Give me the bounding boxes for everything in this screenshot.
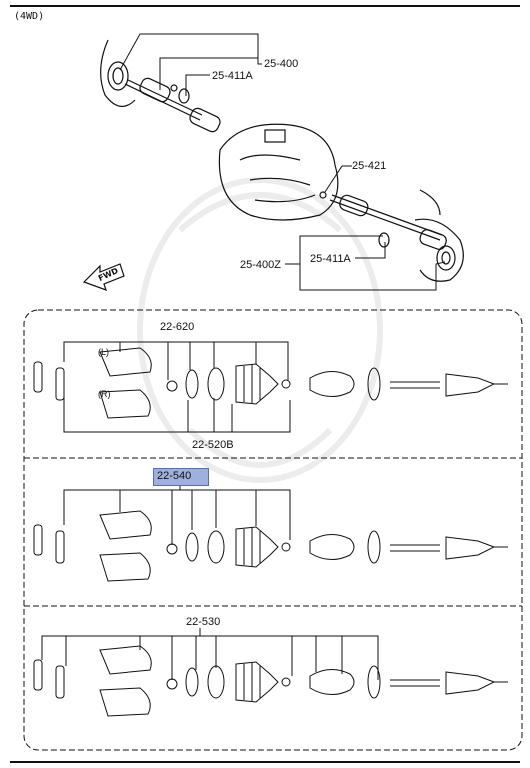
left-tag: (L) bbox=[98, 347, 109, 357]
kit-frame bbox=[23, 309, 523, 751]
kit3-drawing bbox=[33, 628, 509, 717]
kit1-drawing bbox=[33, 341, 509, 433]
top-assembly bbox=[100, 39, 464, 282]
part-label-22-540-highlighted[interactable]: 22-540 bbox=[153, 468, 209, 486]
right-tag: (R) bbox=[98, 389, 111, 399]
variant-header: (4WD) bbox=[14, 11, 45, 22]
kit2-drawing bbox=[33, 484, 509, 582]
part-label-25-400z[interactable]: 25-400Z bbox=[240, 259, 281, 271]
part-label-25-411a-left[interactable]: 25-411A bbox=[212, 70, 253, 82]
part-label-25-421[interactable]: 25-421 bbox=[352, 160, 387, 172]
part-label-25-411a-right[interactable]: 25-411A bbox=[310, 253, 351, 265]
part-label-25-400[interactable]: 25-400 bbox=[264, 58, 299, 70]
part-label-22-620[interactable]: 22-620 bbox=[160, 321, 195, 333]
forward-arrow-icon bbox=[82, 263, 125, 291]
part-label-22-520b[interactable]: 22-520B bbox=[192, 439, 234, 451]
watermark bbox=[137, 177, 383, 483]
part-label-22-530[interactable]: 22-530 bbox=[186, 616, 221, 628]
top-leaders bbox=[119, 33, 446, 291]
